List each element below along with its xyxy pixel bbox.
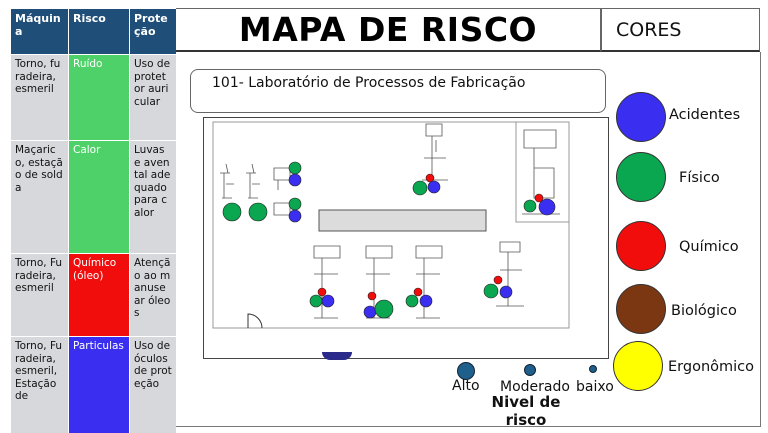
table-header-row: Máquina Risco Proteção bbox=[10, 8, 176, 55]
machine-cell: Torno, Furadeira, esmeril bbox=[10, 253, 69, 337]
protection-cell: Uso de protetor auricular bbox=[129, 54, 176, 141]
machine-sketch bbox=[522, 129, 560, 215]
risk-marker-physical bbox=[405, 294, 419, 308]
risk-marker-physical bbox=[374, 299, 394, 319]
main-panel bbox=[176, 52, 761, 427]
table-row: Torno, Furadeira, esmeril Químico (óleo)… bbox=[10, 253, 176, 337]
legend-circle bbox=[616, 221, 666, 271]
risk-marker-physical bbox=[309, 294, 323, 308]
room-outline bbox=[212, 121, 570, 329]
legend-circle bbox=[616, 152, 666, 202]
machine-sketch bbox=[220, 163, 234, 199]
floor-plan bbox=[203, 117, 609, 359]
risk-marker-chemical bbox=[413, 287, 423, 297]
legend-label: Ergonômico bbox=[668, 359, 755, 375]
machine-cell: Maçarico, estação de solda bbox=[10, 140, 69, 254]
legend-label: Biológico bbox=[671, 303, 737, 319]
column-header-machine: Máquina bbox=[10, 8, 69, 55]
level-dot-low bbox=[589, 365, 597, 373]
door-icon bbox=[247, 313, 263, 329]
workbench bbox=[318, 209, 487, 232]
machine-cell: Torno, Furadeira, esmeril, Estação de bbox=[10, 336, 69, 433]
risk-marker-physical bbox=[288, 197, 302, 211]
legend-circle bbox=[613, 341, 663, 391]
risk-marker-accident bbox=[427, 180, 441, 194]
legend-title-box: CORES bbox=[601, 8, 760, 52]
risk-marker-chemical bbox=[493, 275, 503, 285]
protection-cell: Luvas e avental adequado para calor bbox=[129, 140, 176, 254]
legend-label: Físico bbox=[679, 170, 720, 186]
risk-marker-physical bbox=[288, 161, 302, 175]
table-row: Maçarico, estação de solda Calor Luvas e… bbox=[10, 140, 176, 254]
risk-cell: Particulas bbox=[68, 336, 130, 433]
machine-sketch bbox=[415, 245, 443, 319]
risk-marker-accident bbox=[363, 305, 377, 319]
risk-marker-chemical bbox=[425, 173, 435, 183]
side-room-outline bbox=[515, 121, 570, 223]
legend-title: CORES bbox=[616, 18, 682, 41]
machine-sketch bbox=[273, 167, 291, 190]
risk-cell: Calor bbox=[68, 140, 130, 254]
legend-label: Acidentes bbox=[669, 107, 741, 123]
risk-cell: Ruído bbox=[68, 54, 130, 141]
risk-marker-physical bbox=[483, 283, 499, 299]
legend-circle bbox=[616, 284, 666, 334]
risk-marker-accident bbox=[288, 173, 302, 187]
level-label-low: baixo bbox=[576, 379, 614, 395]
floor-plan-drawing bbox=[212, 121, 570, 329]
risk-marker-accident bbox=[321, 294, 335, 308]
risk-marker-physical bbox=[222, 202, 242, 222]
machine-cell: Torno, furadeira, esmeril bbox=[10, 54, 69, 141]
machine-sketches bbox=[220, 123, 560, 319]
protection-cell: Atenção ao manusear óleos bbox=[129, 253, 176, 337]
level-label-moderate: Moderado bbox=[500, 379, 570, 395]
risk-marker-physical bbox=[523, 199, 537, 213]
risk-marker-chemical bbox=[534, 193, 544, 203]
machine-sketch bbox=[496, 241, 524, 307]
protection-cell: Uso de óculos de proteção bbox=[129, 336, 176, 433]
risk-marker-chemical bbox=[367, 291, 377, 301]
column-header-risk: Risco bbox=[68, 8, 130, 55]
legend-circle bbox=[616, 92, 666, 142]
legend-label: Químico bbox=[679, 239, 739, 255]
risk-marker-accident bbox=[538, 198, 556, 216]
risk-cell: Químico (óleo) bbox=[68, 253, 130, 337]
risk-marker-chemical bbox=[317, 287, 327, 297]
level-dot-moderate bbox=[524, 364, 536, 376]
level-label-high: Alto bbox=[452, 378, 480, 394]
column-header-protection: Proteção bbox=[129, 8, 176, 55]
risk-table: Máquina Risco Proteção Torno, furadeira,… bbox=[10, 8, 176, 433]
partial-marker bbox=[322, 352, 352, 360]
level-dot-high bbox=[457, 362, 475, 380]
machine-sketch bbox=[365, 245, 393, 319]
risk-markers bbox=[222, 161, 556, 319]
table-row: Torno, Furadeira, esmeril, Estação de Pa… bbox=[10, 336, 176, 433]
lab-name-box: 101- Laboratório de Processos de Fabrica… bbox=[190, 69, 606, 113]
risk-marker-physical bbox=[412, 180, 428, 196]
risk-level-title: Nivel de risco bbox=[491, 393, 561, 429]
page-title: MAPA DE RISCO bbox=[238, 10, 538, 49]
page-title-box: MAPA DE RISCO bbox=[176, 8, 601, 52]
risk-marker-accident bbox=[419, 294, 433, 308]
lab-name: 101- Laboratório de Processos de Fabrica… bbox=[212, 75, 526, 91]
risk-marker-physical bbox=[248, 202, 268, 222]
table-row: Torno, furadeira, esmeril Ruído Uso de p… bbox=[10, 54, 176, 141]
risk-marker-accident bbox=[288, 209, 302, 223]
machine-sketch bbox=[246, 163, 260, 199]
machine-sketch bbox=[422, 123, 448, 181]
risk-marker-accident bbox=[499, 285, 513, 299]
machine-sketch bbox=[273, 202, 291, 216]
